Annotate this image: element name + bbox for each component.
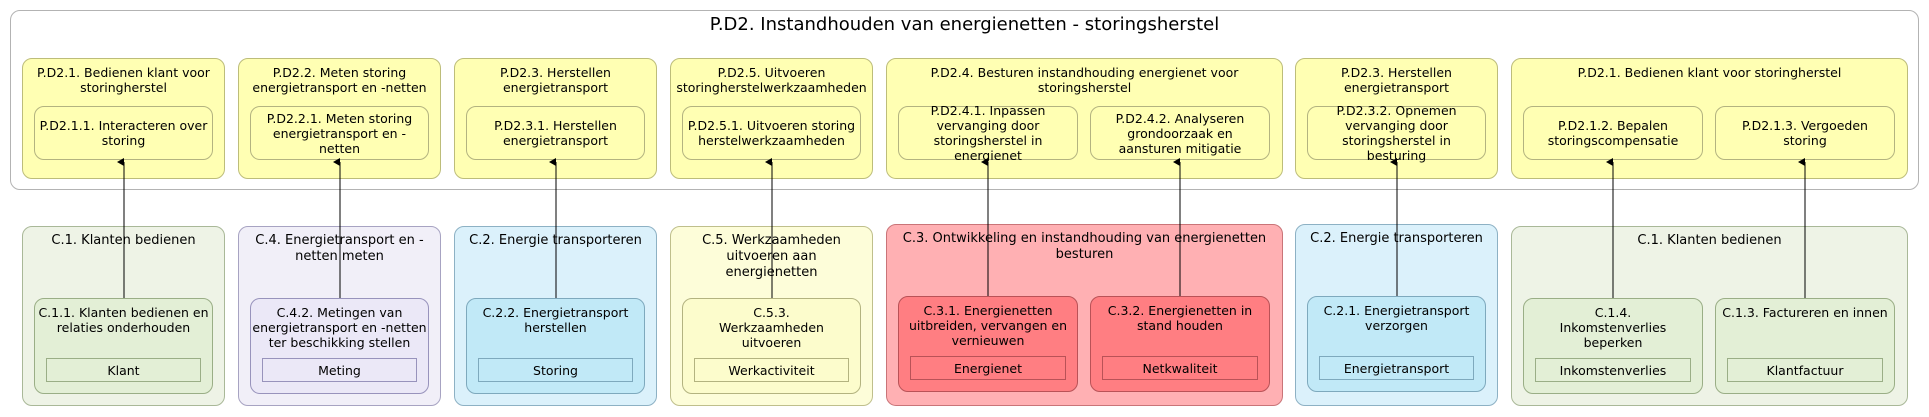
capability-label: C.3.1. Energienetten uitbreiden, vervang… [908,303,1068,348]
process-group-label: P.D2.4. Besturen instandhouding energien… [930,65,1239,95]
process-group-label: P.D2.3. Herstellen energietransport [1341,65,1452,95]
capability-label: C.2.1. Energietransport verzorgen [1323,303,1470,333]
process-pd221[interactable]: P.D2.2.1. Meten storing energietransport… [250,106,429,160]
capability-label: C.5.3. Werkzaamheden uitvoeren [719,305,824,350]
capability-label: C.4.2. Metingen van energietransport en … [252,305,427,350]
business-object-klantfactuur[interactable]: Klantfactuur [1727,358,1883,382]
process-pd251[interactable]: P.D2.5.1. Uitvoeren storingherstelwerkza… [682,106,861,160]
process-pd241[interactable]: P.D2.4.1. Inpassen vervanging door stori… [898,103,1078,163]
process-group-label: P.D2.2. Meten storing energietransport e… [252,65,427,95]
business-object-werkactiviteit[interactable]: Werkactiviteit [694,358,849,382]
process-group-label: P.D2.5. Uitvoeren storingherstelwerkzaam… [676,65,867,95]
business-object-energienet[interactable]: Energienet [910,356,1066,380]
process-pd242[interactable]: P.D2.4.2. Analyseren grondoorzaak en aan… [1090,106,1270,160]
business-object-netkwaliteit[interactable]: Netkwaliteit [1102,356,1258,380]
capability-label: C.3.2. Energienetten in stand houden [1107,303,1253,333]
capability-group-label: C.2. Energie transporteren [469,233,642,248]
process-group-label: P.D2.1. Bedienen klant voor storingherst… [1577,65,1842,80]
process-pd213[interactable]: P.D2.1.3. Vergoeden storing [1715,106,1895,160]
capability-group-label: C.2. Energie transporteren [1310,231,1483,246]
business-object-energietransport[interactable]: Energietransport [1319,356,1474,380]
process-pd232[interactable]: P.D2.3.2. Opnemen vervanging door storin… [1307,103,1486,163]
diagram-title: P.D2. Instandhouden van energienetten - … [709,14,1220,35]
process-pd212[interactable]: P.D2.1.2. Bepalen storingscompensatie [1523,106,1703,160]
capability-label: C.1.1. Klanten bedienen en relaties onde… [38,305,209,335]
business-object-meting[interactable]: Meting [262,358,417,382]
business-object-klant[interactable]: Klant [46,358,201,382]
process-group-label: P.D2.1. Bedienen klant voor storingherst… [37,65,210,95]
process-pd231[interactable]: P.D2.3.1. Herstellen energietransport [466,106,645,160]
capability-label: C.1.3. Factureren en innen [1722,305,1888,320]
capability-label: C.1.4. Inkomstenverlies beperken [1559,305,1667,350]
capability-group-label: C.1. Klanten bedienen [1637,233,1782,248]
process-group-label: P.D2.3. Herstellen energietransport [500,65,611,95]
business-object-storing[interactable]: Storing [478,358,633,382]
business-object-inkomstenverlies[interactable]: Inkomstenverlies [1535,358,1691,382]
capability-group-label: C.5. Werkzaamheden uitvoeren aan energie… [702,233,841,280]
capability-label: C.2.2. Energietransport herstellen [482,305,629,335]
capability-group-label: C.3. Ontwikkeling en instandhouding van … [902,231,1267,262]
